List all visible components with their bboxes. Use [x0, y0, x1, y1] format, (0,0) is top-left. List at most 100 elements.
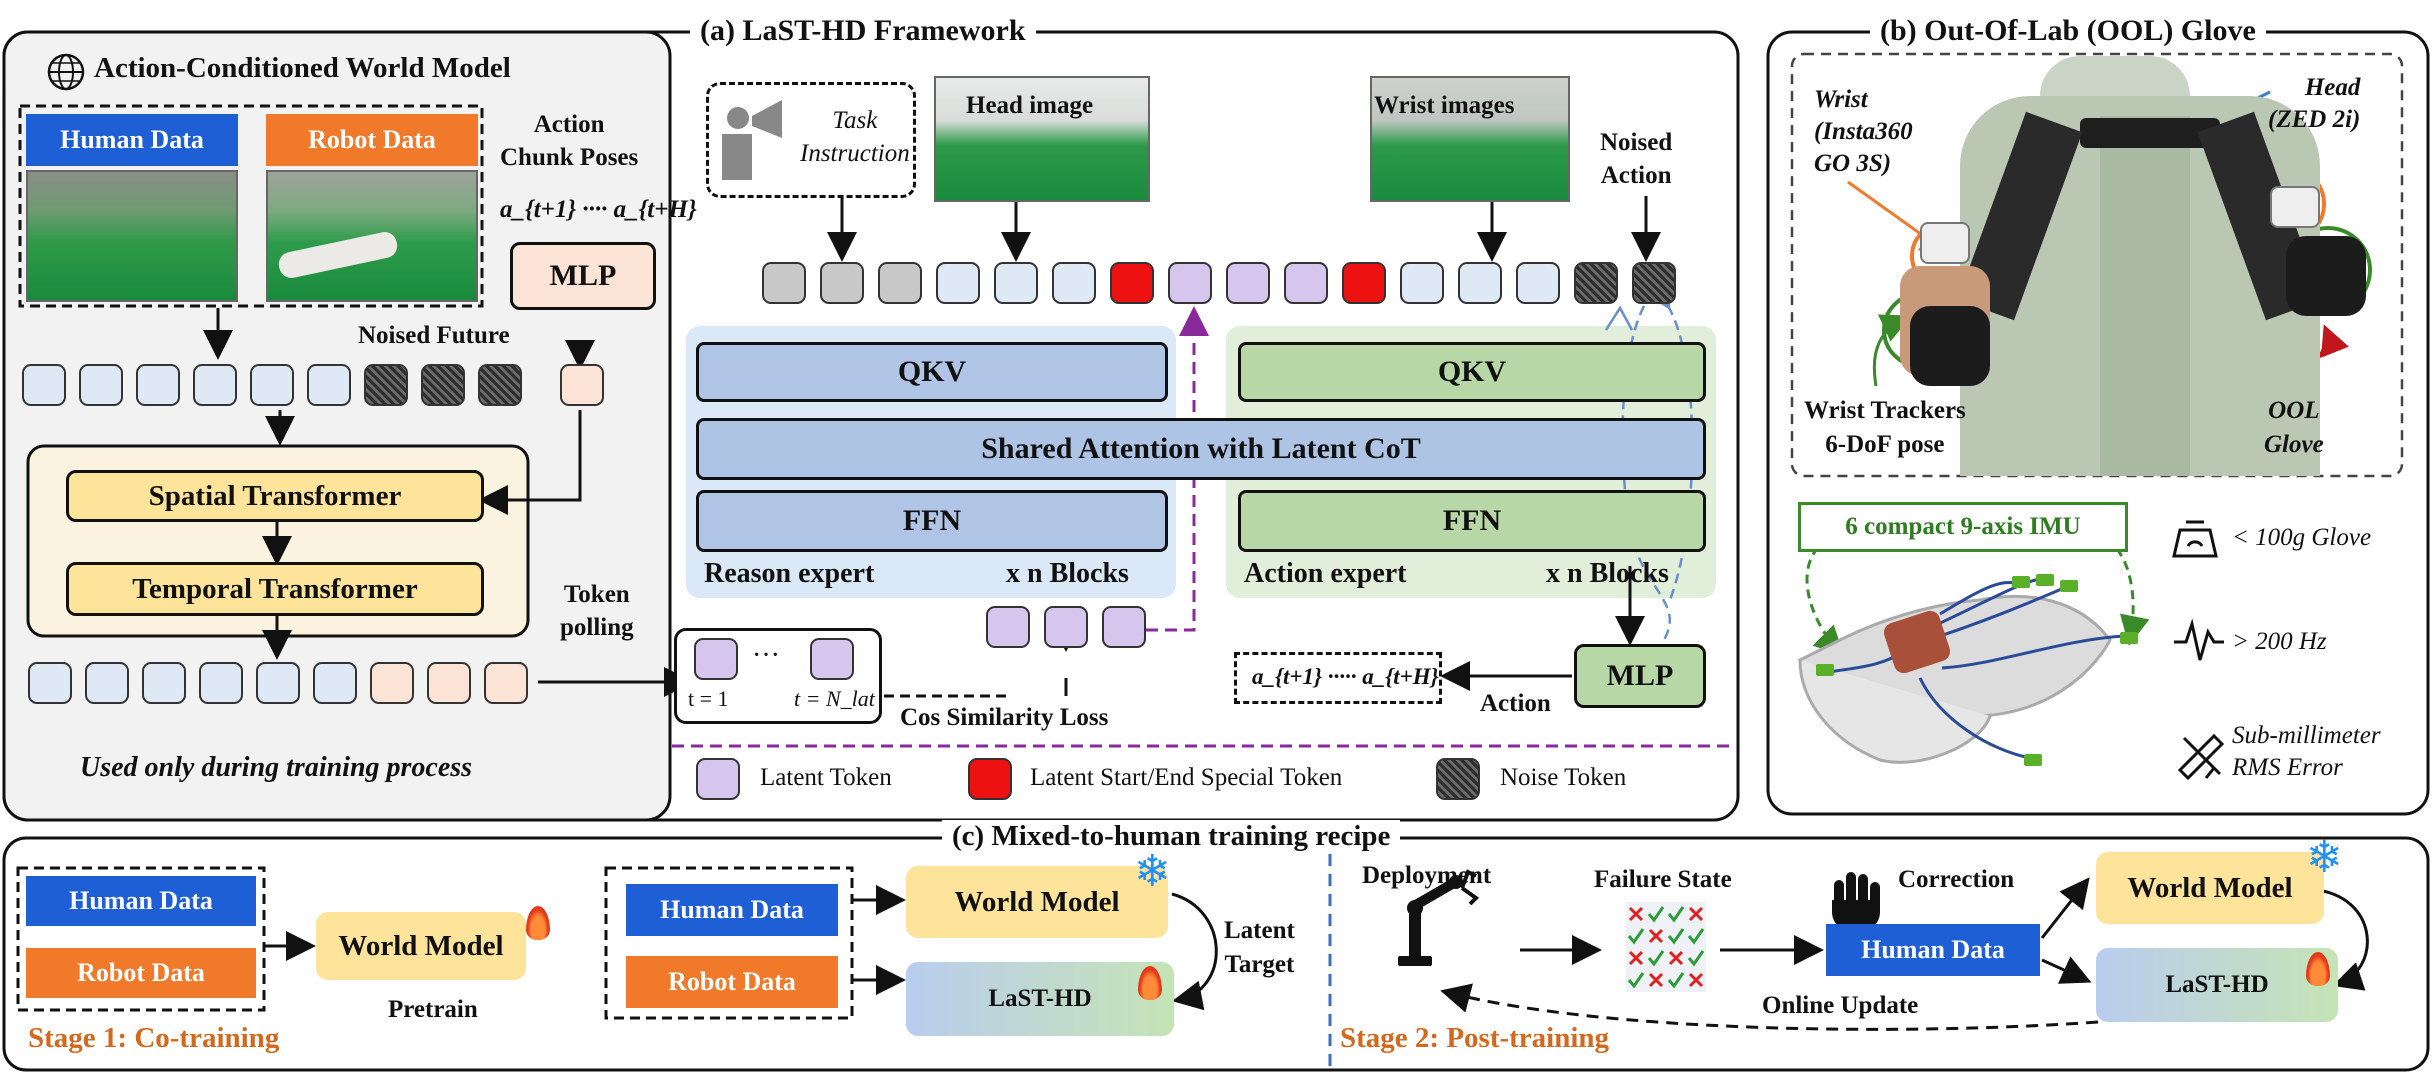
stage2-human-data: Human Data — [1826, 924, 2040, 976]
sequence-token-gray — [762, 262, 806, 304]
output-token-blue — [313, 662, 357, 704]
wrist-camera-label: Wrist (Insta360 GO 3S) — [1814, 86, 1913, 177]
online-update-label: Online Update — [1762, 992, 1919, 1019]
human-data-badge: Human Data — [26, 114, 238, 166]
fire-icon — [1138, 966, 1162, 1000]
shared-attention-block: Shared Attention with Latent CoT — [696, 418, 1706, 480]
fail-mark — [1628, 906, 1644, 922]
reason-ffn-block: FFN — [696, 490, 1168, 552]
fire-icon — [2306, 952, 2330, 986]
panel-a-title: (a) LaST-HD Framework — [690, 14, 1036, 48]
sequence-token-purple — [1284, 262, 1328, 304]
fail-mark — [1688, 972, 1704, 988]
robot-data-photo — [266, 170, 478, 302]
output-token-blue — [256, 662, 300, 704]
glove-image — [1797, 574, 2138, 766]
sequence-token-red — [1110, 262, 1154, 304]
check-mark — [1627, 972, 1645, 989]
spec-frequency-label: > 200 Hz — [2232, 628, 2327, 655]
deployment-label: Deployment — [1362, 862, 1492, 889]
legend-latent-swatch — [696, 758, 740, 800]
fail-mark — [1668, 950, 1684, 966]
check-mark — [1667, 972, 1685, 989]
panel-c-title: (c) Mixed-to-human training recipe — [942, 820, 1401, 853]
action-output-box — [1234, 652, 1442, 704]
output-token-peach — [484, 662, 528, 704]
robot-data-badge: Robot Data — [266, 114, 478, 166]
fail-mark — [1648, 972, 1664, 988]
reason-blocks-label: x n Blocks — [1006, 558, 1129, 589]
latent-target-token-first — [694, 638, 738, 680]
middle-robot-data: Robot Data — [626, 956, 838, 1008]
world-model-mlp: MLP — [510, 242, 656, 310]
check-mark — [1627, 928, 1645, 945]
stage2-last-hd: LaST-HD — [2096, 948, 2338, 1022]
wrist-trackers-label: Wrist Trackers 6-DoF pose — [1804, 397, 1966, 458]
hand-icon — [1832, 872, 1880, 932]
legend-noise-swatch — [1436, 758, 1480, 800]
stage1-label: Stage 1: Co-training — [28, 1022, 280, 1054]
stage1-robot-data: Robot Data — [26, 948, 256, 998]
action-expert-label: Action expert — [1244, 558, 1407, 589]
scale-icon — [2172, 520, 2218, 558]
head-camera-label: Head (ZED 2i) — [2268, 74, 2361, 133]
stage1-world-model: World Model — [316, 912, 526, 980]
temporal-transformer-block: Temporal Transformer — [66, 562, 484, 616]
latent-output-token — [1044, 606, 1088, 648]
sequence-token-blue — [936, 262, 980, 304]
latent-target-token-last — [810, 638, 854, 680]
latent-target-label: Latent Target — [1224, 917, 1295, 978]
world-token-blue — [193, 364, 237, 406]
action-mlp-block: MLP — [1574, 644, 1706, 708]
latent-targets-dots: ··· — [752, 640, 780, 671]
pretrain-label: Pretrain — [388, 996, 478, 1023]
sequence-token-purple — [1168, 262, 1212, 304]
world-token-blue — [250, 364, 294, 406]
check-mark — [1667, 928, 1685, 945]
ool-glove-label: OOL Glove — [2264, 397, 2324, 458]
legend-special-label: Latent Start/End Special Token — [1030, 764, 1343, 791]
spec-weight-label: < 100g Glove — [2232, 524, 2372, 551]
world-token-noise — [364, 364, 408, 406]
cos-similarity-loss-label: Cos Similarity Loss — [900, 704, 1109, 731]
task-instruction-box — [706, 82, 916, 198]
action-range-label: a_{t+1} ···· a_{t+H} — [500, 196, 697, 223]
spatial-transformer-block: Spatial Transformer — [66, 470, 484, 522]
sequence-token-blue — [1516, 262, 1560, 304]
frequency-icon — [2174, 618, 2224, 661]
wrist-images-photo — [1370, 76, 1570, 202]
output-token-peach — [370, 662, 414, 704]
output-token-blue — [199, 662, 243, 704]
stage1-human-data: Human Data — [26, 876, 256, 926]
action-ffn-block: FFN — [1238, 490, 1706, 552]
globe-icon — [47, 53, 85, 91]
token-polling-label: Token polling — [560, 581, 634, 641]
sequence-token-blue — [994, 262, 1038, 304]
legend-special-swatch — [968, 758, 1012, 800]
imu-label-box: 6 compact 9-axis IMU — [1798, 502, 2128, 552]
output-token-blue — [28, 662, 72, 704]
megaphone-person-icon — [722, 100, 782, 180]
sequence-token-gray — [878, 262, 922, 304]
world-token-noise — [478, 364, 522, 406]
check-mark — [1687, 950, 1705, 967]
head-image-label: Head image — [966, 92, 1094, 119]
sequence-token-blue — [1458, 262, 1502, 304]
world-token-blue — [136, 364, 180, 406]
ool-glove-photo — [1900, 56, 2366, 476]
snowflake-icon: ❄ — [2306, 832, 2343, 883]
output-token-peach — [427, 662, 471, 704]
fail-mark — [1648, 928, 1664, 944]
output-token-blue — [142, 662, 186, 704]
legend-noise-label: Noise Token — [1500, 764, 1627, 791]
sequence-token-noise — [1574, 262, 1618, 304]
robot-arm-icon — [1398, 869, 1480, 966]
sequence-token-red — [1342, 262, 1386, 304]
legend-latent-label: Latent Token — [760, 764, 892, 791]
check-mark — [1647, 906, 1665, 923]
world-token-blue — [307, 364, 351, 406]
panel-b-title: (b) Out-Of-Lab (OOL) Glove — [1870, 14, 2266, 48]
spec-error-label: Sub-millimeter RMS Error — [2232, 722, 2381, 781]
correction-label: Correction — [1898, 866, 2015, 893]
latent-last-label: t = N_lat — [794, 686, 875, 711]
